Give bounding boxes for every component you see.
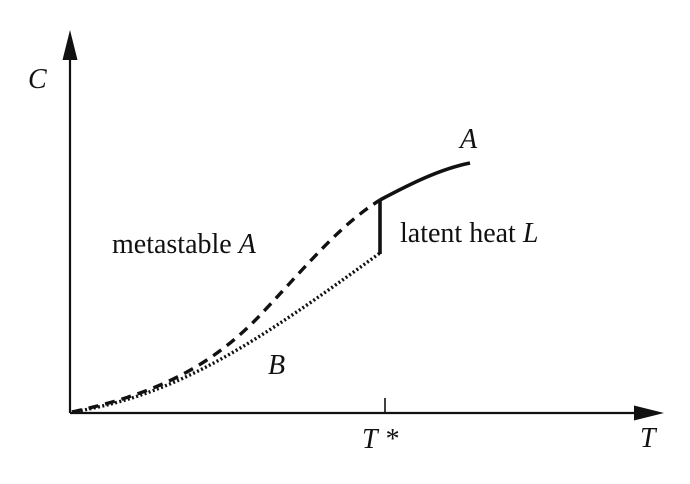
y-axis-label: C: [28, 64, 47, 95]
b-curve: [71, 251, 381, 414]
x-axis-arrow: [634, 405, 664, 421]
latent-text: latent heat: [400, 218, 523, 249]
curve-a-label: A: [458, 124, 478, 155]
metastable-a-curve: [71, 198, 381, 414]
t-star-label: T*: [362, 424, 400, 455]
metastable-text: metastable: [112, 229, 239, 260]
y-axis-arrow: [62, 30, 78, 60]
metastable-symbol: A: [237, 229, 257, 260]
curve-b-label: B: [268, 350, 285, 381]
t-star-mark: *: [386, 424, 400, 455]
latent-heat-label: latent heat L: [400, 218, 538, 249]
x-axis-label: T: [640, 423, 658, 454]
metastable-label: metastable A: [112, 229, 257, 260]
a-curve: [379, 161, 471, 202]
t-star-symbol: T: [362, 424, 380, 455]
latent-symbol: L: [522, 218, 539, 249]
